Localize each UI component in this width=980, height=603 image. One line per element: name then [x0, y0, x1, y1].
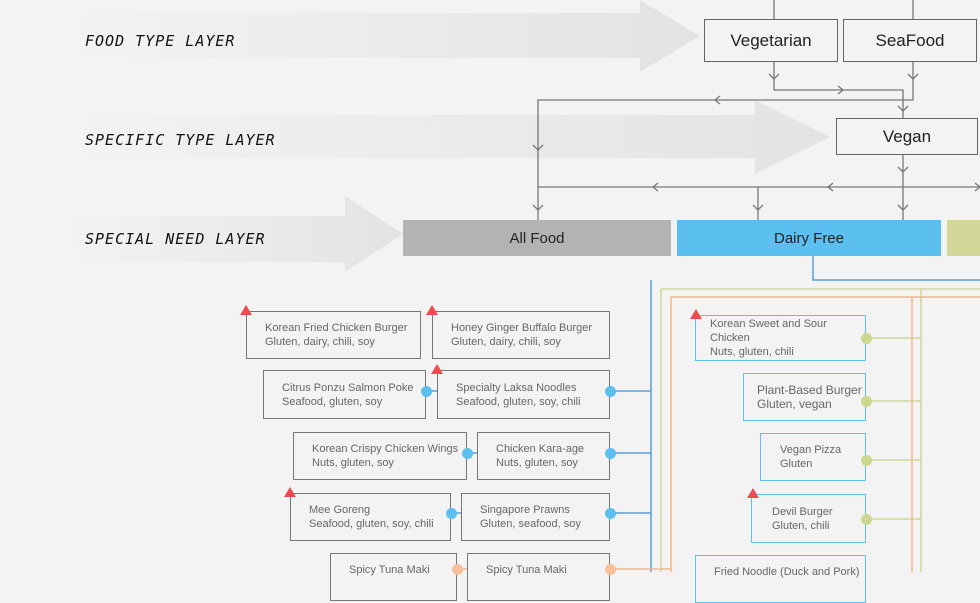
- item-allergens: Nuts, gluten, soy: [496, 457, 578, 469]
- connector-dot-icon: [604, 563, 616, 575]
- connector-dot-icon: [451, 563, 463, 575]
- connector-dot-icon: [461, 447, 473, 459]
- hierarchy-lines: [532, 0, 980, 220]
- food-type-layer-label: FOOD TYPE LAYER: [85, 32, 236, 50]
- item-name: Plant-Based Burger: [757, 383, 862, 397]
- item-name: Citrus Ponzu Salmon Poke: [282, 381, 414, 394]
- menu-item[interactable]: Spicy Tuna Maki: [330, 553, 457, 601]
- special-need-bar-partial[interactable]: [947, 220, 980, 256]
- warning-triangle-icon: [240, 305, 252, 315]
- connector-dot-icon: [860, 332, 872, 344]
- item-name: Korean Fried Chicken Burger: [265, 322, 408, 334]
- warning-triangle-icon: [431, 364, 443, 374]
- item-allergens: Nuts, gluten, soy: [312, 457, 394, 469]
- item-allergens: Nuts, gluten, chili: [710, 346, 794, 358]
- connector-dot-icon: [445, 507, 457, 519]
- item-name: Mee Goreng: [309, 504, 371, 516]
- layer-arrow-specific-type: [70, 100, 830, 174]
- item-allergens: Gluten, dairy, chili, soy: [265, 336, 375, 348]
- item-name: Singapore Prawns: [480, 504, 570, 516]
- item-name: Vegan Pizza: [780, 444, 842, 456]
- warning-triangle-icon: [747, 488, 759, 498]
- dairy-free-bar[interactable]: Dairy Free: [677, 220, 941, 256]
- layer-arrow-food-type: [70, 0, 700, 72]
- item-name: Devil Burger: [772, 505, 833, 518]
- category-lines: [426, 256, 980, 572]
- item-name: Spicy Tuna Maki: [349, 564, 430, 576]
- menu-item[interactable]: Spicy Tuna Maki: [467, 553, 610, 601]
- item-allergens: Seafood, gluten, soy, chili: [309, 518, 434, 530]
- connector-dot-icon: [604, 507, 616, 519]
- item-name: Korean Sweet and Sour Chicken: [710, 318, 827, 344]
- flow-connectors: [70, 0, 980, 572]
- connector-dot-icon: [604, 447, 616, 459]
- vegetarian-node[interactable]: Vegetarian: [704, 19, 838, 62]
- warning-triangle-icon: [284, 487, 296, 497]
- item-name: Honey Ginger Buffalo Burger: [451, 322, 593, 334]
- item-name: Chicken Kara-age: [496, 443, 585, 455]
- item-allergens: Gluten, seafood, soy: [480, 518, 581, 530]
- item-allergens: Seafood, gluten, soy: [282, 395, 383, 408]
- connector-dot-icon: [860, 454, 872, 466]
- connector-dot-icon: [860, 395, 872, 407]
- warning-triangle-icon: [426, 305, 438, 315]
- item-allergens: Gluten: [780, 458, 813, 470]
- vegan-node[interactable]: Vegan: [836, 118, 978, 155]
- item-name: Fried Noodle (Duck and Pork): [714, 566, 860, 578]
- item-allergens: Gluten, dairy, chili, soy: [451, 336, 561, 348]
- specific-type-layer-label: SPECIFIC TYPE LAYER: [85, 131, 276, 149]
- item-allergens: Gluten, chili: [772, 519, 830, 532]
- item-name: Spicy Tuna Maki: [486, 564, 567, 576]
- connector-dot-icon: [420, 385, 432, 397]
- all-food-bar[interactable]: All Food: [403, 220, 671, 256]
- connector-dot-icon: [604, 385, 616, 397]
- item-allergens: Seafood, gluten, soy, chili: [456, 395, 581, 408]
- item-name: Specialty Laksa Noodles: [456, 381, 577, 394]
- special-need-layer-label: SPECIAL NEED LAYER: [85, 230, 266, 248]
- warning-triangle-icon: [690, 309, 702, 319]
- layer-arrow-special-need: [70, 196, 403, 272]
- seafood-node[interactable]: SeaFood: [843, 19, 977, 62]
- item-allergens: Gluten, vegan: [757, 397, 832, 411]
- connector-dot-icon: [860, 513, 872, 525]
- item-name: Korean Crispy Chicken Wings: [312, 443, 459, 455]
- menu-item[interactable]: Fried Noodle (Duck and Pork): [695, 555, 866, 603]
